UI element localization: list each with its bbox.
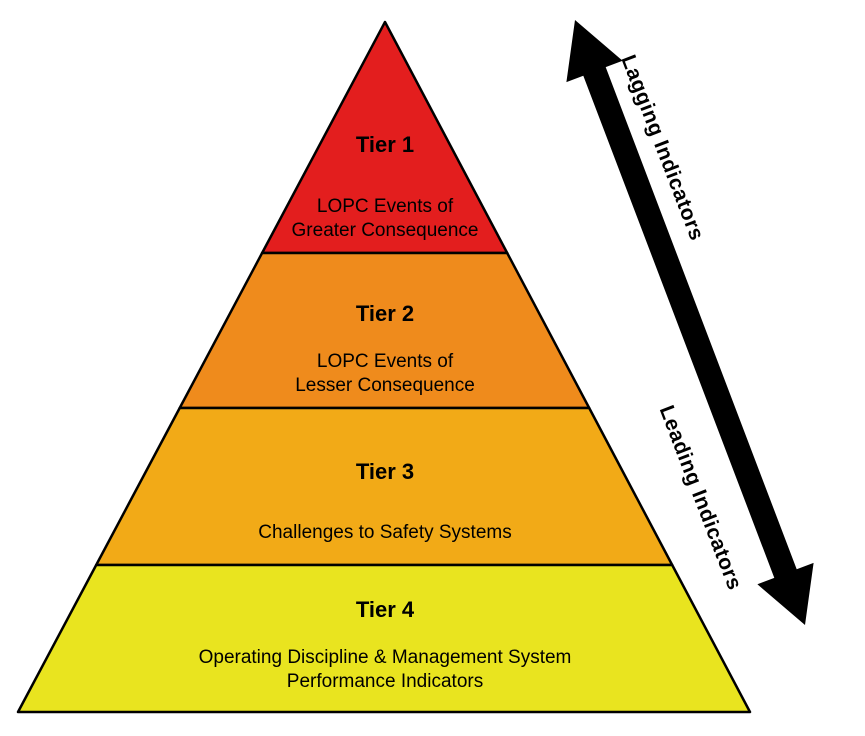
tier-3-description: Challenges to Safety Systems bbox=[258, 522, 512, 543]
tier-4-description: Operating Discipline & Management System… bbox=[198, 647, 572, 692]
pyramid-tier-4-shape bbox=[16, 563, 752, 714]
tier-4-label: Tier 4 bbox=[355, 597, 415, 622]
tier-1-description: LOPC Events of Greater Consequence bbox=[291, 196, 479, 241]
tier-1-label: Tier 1 bbox=[355, 132, 415, 157]
lagging-leading-double-arrow-icon bbox=[566, 20, 814, 625]
tier-2-label: Tier 2 bbox=[355, 301, 415, 326]
tier-2-description: LOPC Events of Lesser Consequence bbox=[295, 351, 475, 396]
tier-3-label: Tier 3 bbox=[355, 459, 415, 484]
